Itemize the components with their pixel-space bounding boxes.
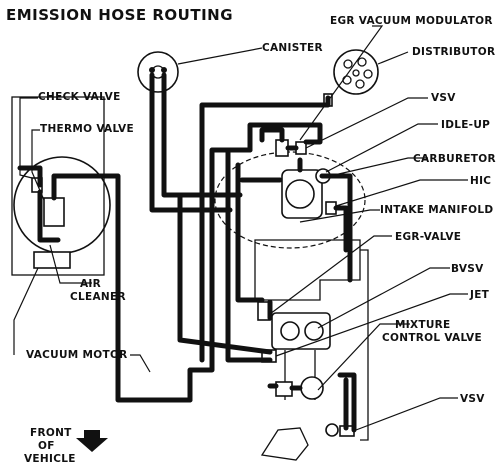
label-carburetor: CARBURETOR	[413, 153, 496, 165]
label-distributor: DISTRIBUTOR	[412, 46, 495, 58]
front-arrow-icon	[76, 430, 108, 452]
front-of-vehicle-indicator: FRONT OF VEHICLE	[24, 427, 108, 465]
label-egr-vacuum-modulator: EGR VACUUM MODULATOR	[330, 15, 493, 27]
vacuum-hoses	[17, 72, 357, 433]
canister-part	[137, 51, 179, 93]
engine-area	[214, 93, 369, 461]
front-label-line2: OF	[38, 440, 55, 452]
air-horn-outline	[214, 151, 366, 249]
oil-filler-cap	[260, 427, 309, 461]
label-bvsv: BVSV	[451, 263, 484, 275]
label-air-cleaner-line2: CLEANER	[70, 291, 126, 303]
label-jet: JET	[469, 289, 490, 301]
thermo-valve-body	[43, 197, 65, 227]
label-air-cleaner-line1: AIR	[80, 278, 101, 290]
label-idle-up: IDLE-UP	[441, 119, 490, 131]
front-label-line3: VEHICLE	[24, 453, 76, 465]
label-mixture-control-valve-line2: CONTROL VALVE	[382, 332, 482, 344]
label-hic: HIC	[470, 175, 491, 187]
leader-lines	[13, 25, 468, 431]
label-mixture-control-valve-line1: MIXTURE	[395, 319, 451, 331]
front-label-line1: FRONT	[30, 427, 72, 439]
label-vsv-top: VSV	[431, 92, 456, 104]
label-vacuum-motor: VACUUM MOTOR	[26, 349, 128, 361]
distributor-part	[333, 49, 379, 95]
label-canister: CANISTER	[262, 42, 323, 54]
label-egr-valve: EGR-VALVE	[395, 231, 461, 243]
diagram-title: EMISSION HOSE ROUTING	[6, 6, 233, 24]
label-thermo-valve: THERMO VALVE	[40, 123, 134, 135]
label-vsv-bottom: VSV	[460, 393, 485, 405]
label-intake-manifold: INTAKE MANIFOLD	[380, 204, 493, 216]
canister-body	[137, 51, 179, 93]
label-check-valve: CHECK VALVE	[38, 91, 121, 103]
